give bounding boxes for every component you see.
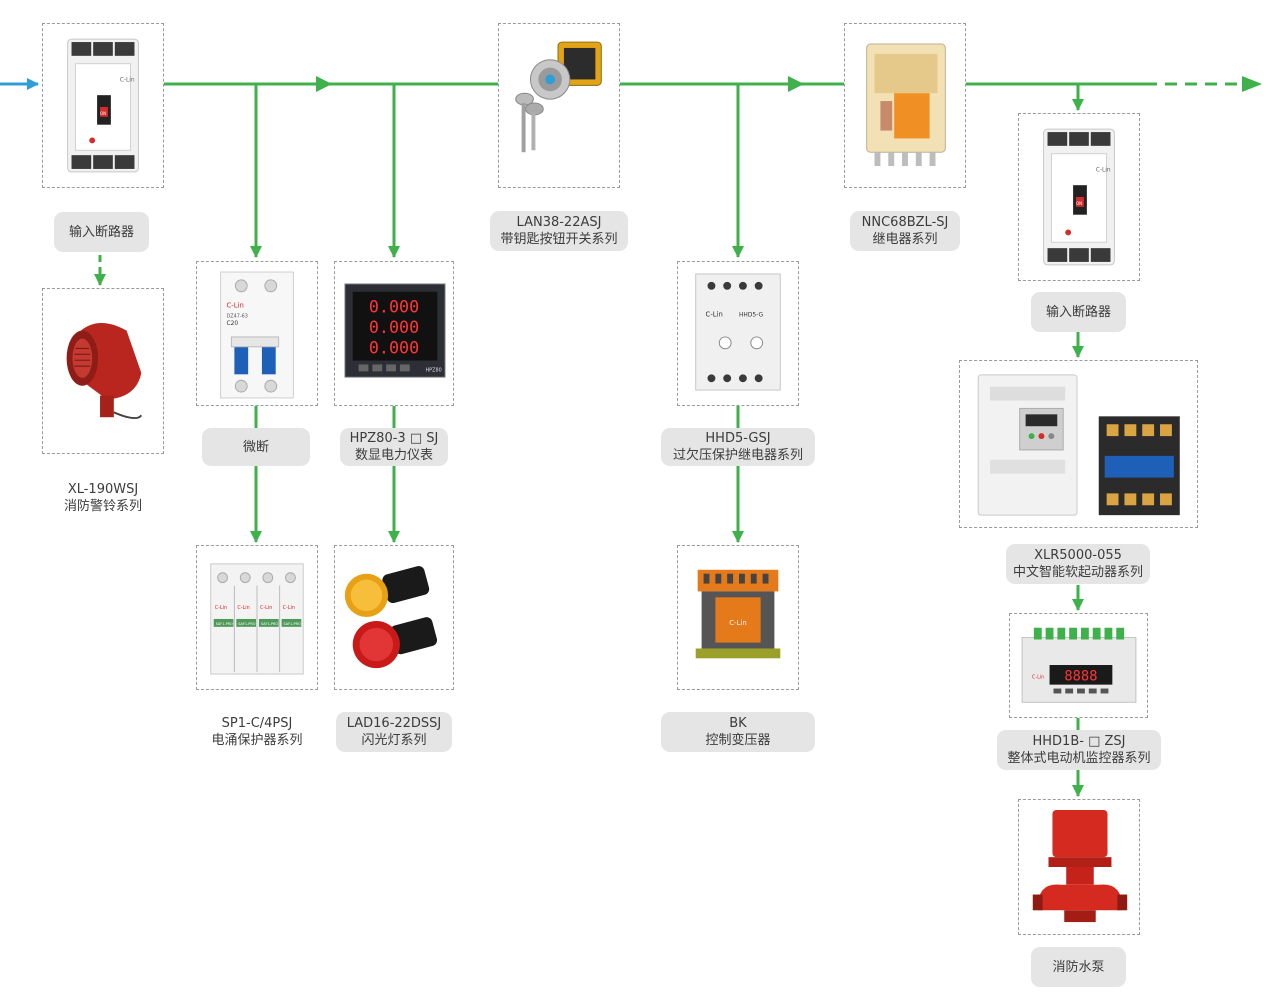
meter-model: HPZ80 (425, 367, 441, 373)
monitor-brand: C-Lin (1032, 675, 1044, 681)
monitor-digits: 8888 (1064, 669, 1097, 685)
transformer-brand: C-Lin (729, 619, 746, 627)
label-line-2: 闪光灯系列 (361, 733, 427, 748)
spd-brand-2: C-Lin (237, 605, 249, 611)
spd-model-3: SAF1-PRO (261, 622, 278, 626)
label-line-1: LAD16-22DSSJ (346, 716, 442, 731)
power-meter-label: HPZ80-3 □ SJ 数显电力仪表 (340, 428, 448, 466)
spd-brand-1: C-Lin (215, 605, 227, 611)
mcb-model: DZ47-63 (227, 313, 248, 319)
relay-image (844, 23, 966, 188)
input-breaker-2-image: ON C-Lin (1018, 113, 1140, 281)
meter-row-1: 0.000 (369, 296, 419, 316)
input-breaker-1-image: ON C-Lin (42, 23, 164, 188)
label-line-1: HHD1B- □ ZSJ (1032, 734, 1126, 749)
label-line-1: BK (729, 716, 747, 731)
bus-arrow-2 (788, 76, 804, 92)
caption-line-1: SP1-C/4PSJ (221, 716, 293, 731)
label-line-1: NNC68BZL-SJ (861, 215, 949, 230)
input-breaker-1-label: 输入断路器 (54, 212, 149, 252)
label-line-2: 整体式电动机监控器系列 (1007, 751, 1151, 766)
key-switch-label: LAN38-22ASJ 带钥匙按钮开关系列 (490, 211, 628, 251)
meter-row-2: 0.000 (369, 317, 419, 337)
control-transformer-label: BK 控制变压器 (661, 712, 815, 752)
mcb-brand: C-Lin (227, 301, 244, 309)
surge-protector-caption: SP1-C/4PSJ 电涌保护器系列 (196, 715, 318, 749)
soft-starter-image (959, 360, 1198, 528)
fire-pump-label: 消防水泵 (1031, 947, 1126, 987)
label-line-1: HHD5-GSJ (705, 431, 771, 446)
label-line-2: 带钥匙按钮开关系列 (500, 232, 618, 247)
key-switch-image (498, 23, 620, 188)
surge-protector-image: C-Lin C-Lin C-Lin C-Lin SAF1-PRO SAF1-PRO SAF… (196, 545, 318, 690)
voltage-relay-image: C-Lin HHD5-G (677, 261, 799, 406)
fire-bell-image (42, 288, 164, 454)
label-line-2: 控制变压器 (705, 733, 771, 748)
label-line-1: XLR5000-055 (1034, 548, 1122, 563)
spd-model-2: SAF1-PRO (238, 622, 255, 626)
power-meter-image: 0.000 0.000 0.000 HPZ80 (334, 261, 454, 406)
caption-line-2: 电涌保护器系列 (211, 733, 303, 748)
bus-arrow-1 (316, 76, 332, 92)
flash-lamp-image (334, 545, 454, 690)
spd-model-4: SAF1-PRO (284, 622, 301, 626)
spd-brand-3: C-Lin (260, 605, 272, 611)
breaker-on-text: ON (100, 111, 106, 116)
meter-row-3: 0.000 (369, 338, 419, 358)
label-line-1: 输入断路器 (1045, 304, 1111, 320)
label-line-1: LAN38-22ASJ (516, 215, 602, 230)
mcb-image: C-Lin DZ47-63 C20 (196, 261, 318, 406)
mcb-rating: C20 (227, 321, 239, 327)
motor-monitor-label: HHD1B- □ ZSJ 整体式电动机监控器系列 (997, 730, 1161, 770)
fire-pump-image (1018, 799, 1140, 935)
caption-line-2: 消防警铃系列 (63, 499, 142, 514)
mcb-label: 微断 (202, 428, 310, 466)
spd-model-1: SAF1-PRO (216, 622, 233, 626)
label-line-2: 过欠压保护继电器系列 (672, 448, 803, 463)
breaker-2-on-text: ON (1076, 201, 1082, 206)
relay-brand: C-Lin (706, 310, 723, 318)
caption-line-1: XL-190WSJ (67, 482, 139, 497)
input-breaker-2-label: 输入断路器 (1031, 292, 1126, 332)
flash-lamp-label: LAD16-22DSSJ 闪光灯系列 (336, 712, 452, 752)
label-line-2: 中文智能软起动器系列 (1012, 565, 1143, 580)
label-line-1: 消防水泵 (1052, 959, 1105, 975)
relay-model: HHD5-G (739, 312, 763, 318)
label-line-2: 数显电力仪表 (354, 448, 433, 463)
breaker-brand-text: C-Lin (120, 77, 135, 83)
spd-brand-4: C-Lin (283, 605, 295, 611)
label-line-1: 输入断路器 (68, 224, 134, 240)
voltage-relay-label: HHD5-GSJ 过欠压保护继电器系列 (661, 428, 815, 466)
bus-arrow-end (1242, 76, 1262, 92)
soft-starter-label: XLR5000-055 中文智能软起动器系列 (1006, 544, 1150, 584)
motor-monitor-image: 8888 C-Lin (1009, 613, 1148, 718)
relay-label: NNC68BZL-SJ 继电器系列 (850, 211, 960, 251)
control-transformer-image: C-Lin (677, 545, 799, 690)
label-line-1: 微断 (242, 439, 269, 455)
label-line-1: HPZ80-3 □ SJ (349, 431, 439, 446)
fire-bell-caption: XL-190WSJ 消防警铃系列 (42, 481, 164, 515)
breaker-2-brand-text: C-Lin (1096, 167, 1111, 173)
label-line-2: 继电器系列 (872, 232, 938, 247)
